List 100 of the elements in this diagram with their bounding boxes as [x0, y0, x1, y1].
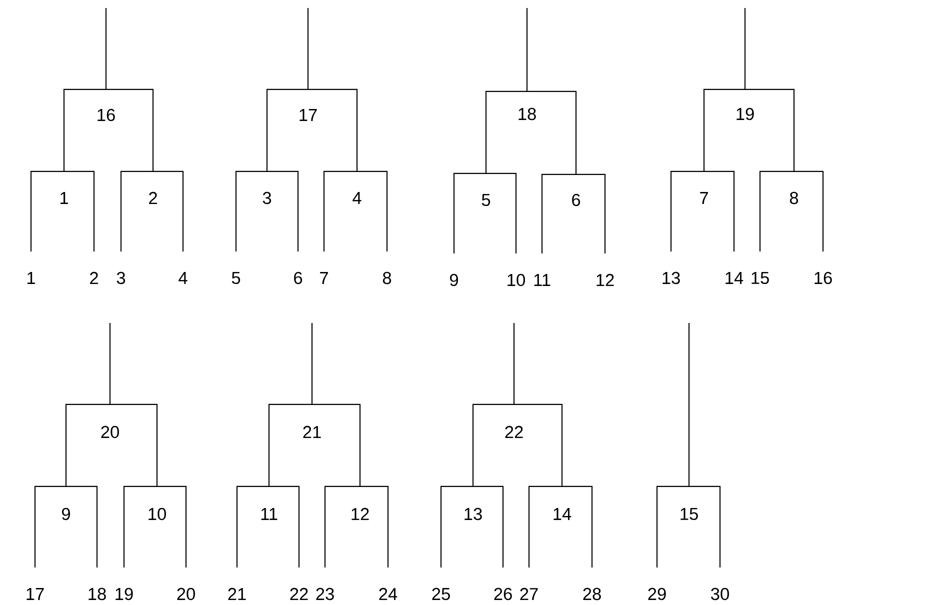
leaf-label: 5	[232, 272, 240, 284]
cluster-number: 20	[101, 426, 119, 438]
stem-line	[513, 323, 515, 404]
bracket-line	[745, 88, 795, 172]
cluster-number: 3	[262, 192, 272, 204]
bracket-line	[357, 170, 388, 252]
cluster-number: 19	[736, 108, 754, 120]
bracket-line	[670, 170, 704, 252]
bracket-line	[30, 170, 64, 252]
cluster-number: 8	[790, 192, 798, 204]
stem-line	[526, 8, 528, 92]
leaf-label: 7	[320, 272, 328, 284]
cluster-number: 21	[303, 426, 321, 438]
bracket-line	[562, 486, 593, 568]
cluster-number: 11	[261, 508, 278, 520]
cluster-number: 1	[60, 192, 68, 204]
leaf-label: 15	[752, 272, 769, 284]
bracket-line	[323, 170, 357, 252]
leaf-label: 14	[726, 272, 744, 284]
leaf-label: 22	[290, 588, 308, 600]
bracket-line	[527, 90, 577, 174]
bracket-line	[157, 486, 187, 568]
leaf-label: 29	[648, 588, 666, 600]
cluster-number: 22	[505, 426, 523, 438]
bracket-line	[120, 170, 153, 252]
bracket-line	[656, 486, 689, 568]
cluster-number: 2	[149, 192, 157, 204]
bracket-line	[106, 88, 154, 172]
bracket-line	[360, 486, 389, 568]
bracket-line	[704, 170, 735, 252]
bracket-line	[541, 174, 576, 254]
bracket-line	[63, 88, 106, 172]
leaf-label: 9	[450, 274, 458, 286]
cluster-number: 16	[98, 108, 115, 122]
bracket-line	[514, 404, 563, 486]
bracket-line	[308, 88, 358, 172]
leaf-label: 10	[508, 274, 525, 286]
cluster-number: 5	[482, 194, 490, 206]
cluster-number: 13	[464, 508, 482, 520]
leaf-label: 25	[432, 588, 450, 600]
bracket-line	[486, 172, 517, 254]
leaf-label: 30	[711, 588, 729, 600]
bracket-line	[528, 486, 562, 568]
leaf-label: 23	[316, 588, 334, 600]
leaf-label: 4	[178, 272, 188, 284]
cluster-number: 9	[62, 508, 70, 520]
bracket-line	[267, 170, 299, 252]
cluster-number: 17	[300, 109, 317, 121]
bracket-line	[440, 486, 473, 568]
bracket-line	[110, 404, 158, 486]
bracket-line	[324, 486, 360, 568]
leaf-label: 2	[90, 272, 98, 284]
leaf-label: 16	[814, 272, 832, 284]
bracket-line	[266, 88, 308, 172]
bracket-line	[794, 170, 824, 252]
stem-line	[744, 8, 746, 90]
leaf-label: 20	[177, 588, 195, 600]
bracket-line	[66, 486, 98, 568]
stem-line	[311, 323, 313, 404]
bracket-line	[65, 404, 110, 486]
leaf-label: 24	[379, 588, 398, 600]
bracket-line	[153, 170, 184, 252]
bracket-line	[123, 486, 157, 568]
bracket-line	[472, 404, 514, 486]
cluster-number: 7	[700, 192, 708, 204]
leaf-label: 18	[88, 588, 106, 600]
leaf-label: 28	[583, 588, 601, 600]
bracket-line	[576, 174, 606, 254]
stem-line	[688, 323, 690, 486]
cluster-number: 12	[352, 508, 369, 520]
leaf-label: 6	[294, 272, 302, 284]
leaf-label: 8	[382, 272, 392, 284]
leaf-label: 19	[116, 588, 133, 600]
leaf-label: 21	[228, 588, 246, 600]
bracket-line	[759, 170, 794, 252]
bracket-line	[689, 486, 721, 568]
bracket-line	[235, 170, 267, 252]
bracket-line	[268, 404, 312, 486]
bracket-line	[312, 404, 361, 486]
cluster-number: 10	[148, 508, 166, 520]
cluster-number: 15	[680, 508, 698, 520]
bracket-line	[703, 88, 745, 172]
leaf-label: 3	[116, 272, 126, 284]
cluster-number: 6	[572, 194, 580, 206]
bracket-line	[236, 486, 269, 568]
leaf-label: 26	[494, 588, 512, 600]
stem-line	[105, 8, 107, 90]
bracket-line	[473, 486, 504, 568]
leaf-label: 12	[596, 274, 614, 286]
leaf-label: 27	[520, 588, 538, 600]
leaf-label: 1	[28, 272, 35, 284]
bracket-line	[485, 90, 527, 174]
bracket-line	[34, 486, 66, 568]
bracket-line	[453, 172, 486, 254]
leaf-label: 11	[534, 274, 550, 286]
cluster-number: 18	[518, 108, 536, 120]
cluster-number: 14	[554, 508, 572, 520]
bracket-line	[64, 170, 95, 252]
stem-line	[109, 323, 111, 404]
leaf-label: 17	[26, 588, 44, 600]
